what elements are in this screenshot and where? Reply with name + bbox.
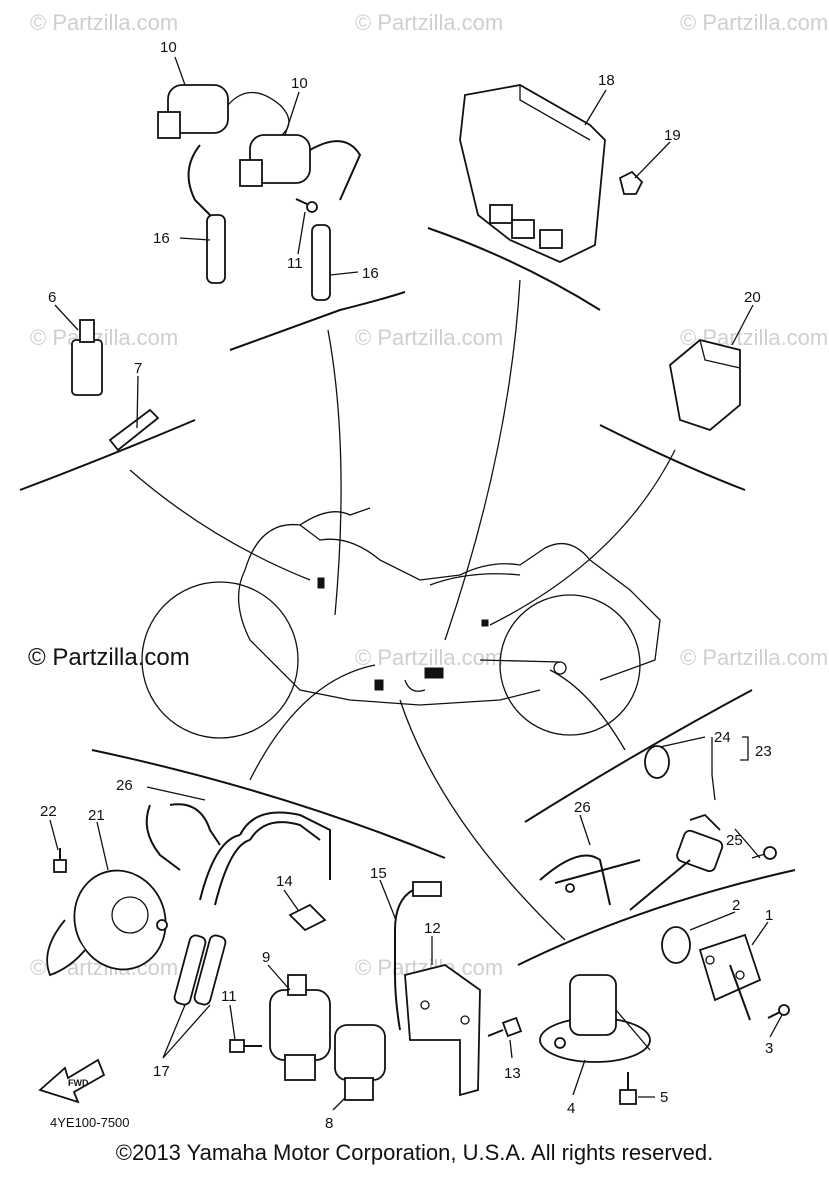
ignition-coil-10a <box>157 84 290 284</box>
horn-21 <box>46 869 168 977</box>
watermark-center: © Partzilla.com <box>355 645 503 670</box>
group-arc-ecu <box>427 227 601 311</box>
nut-19 <box>618 170 644 195</box>
callout-15: 15 <box>370 865 387 882</box>
callout-7: 7 <box>134 360 142 377</box>
watermark-mid-left: © Partzilla.com <box>30 325 178 350</box>
harness-26-left <box>145 803 221 871</box>
callout-2: 2 <box>732 897 740 914</box>
fuel-sender-1 <box>698 933 762 1021</box>
watermark-mid-center: © Partzilla.com <box>355 325 503 350</box>
leader-sensor-right <box>549 669 626 751</box>
speed-sensor-23 <box>629 745 777 911</box>
callout-19: 19 <box>664 127 681 144</box>
callout-6: 6 <box>48 289 56 306</box>
bolt-5 <box>619 1072 637 1105</box>
bolt-11b <box>229 1039 262 1053</box>
group-arc-sensors <box>19 419 196 491</box>
callout-20: 20 <box>744 289 761 306</box>
callout-23: 23 <box>755 743 772 760</box>
watermark-top-center: © Partzilla.com <box>355 10 503 35</box>
watermark-right: © Partzilla.com <box>680 645 828 670</box>
plug-7 <box>108 408 160 452</box>
clip-14 <box>288 903 327 932</box>
callout-24: 24 <box>714 729 731 746</box>
callout-1: 1 <box>765 907 773 924</box>
fuel-pump-4 <box>539 974 651 1063</box>
callout-8: 8 <box>325 1115 333 1132</box>
callout-12: 12 <box>424 920 441 937</box>
group-arc-ignition-coils <box>229 291 406 351</box>
bolt-13 <box>487 1016 523 1038</box>
copyright-notice: ©2013 Yamaha Motor Corporation, U.S.A. A… <box>115 1140 714 1165</box>
leader-sensors <box>129 469 311 581</box>
callout-18: 18 <box>598 72 615 89</box>
callout-4: 4 <box>567 1100 575 1117</box>
callout-26b: 26 <box>574 799 591 816</box>
callout-14: 14 <box>276 873 293 890</box>
group-arc-pump <box>517 869 796 966</box>
group-arc-relay <box>599 424 746 491</box>
leader-coils <box>327 329 342 616</box>
bolt-22 <box>53 848 67 873</box>
sub-harness-15 <box>394 881 442 1031</box>
harness-26-right <box>539 854 641 906</box>
leader-ecu <box>444 279 521 641</box>
callout-10a: 10 <box>160 39 177 56</box>
ecu-18 <box>459 84 606 263</box>
sensor-6 <box>71 319 103 396</box>
o-ring-2 <box>661 926 691 964</box>
group-arc-lower-left <box>91 749 446 859</box>
fwd-arrow-icon: FWD <box>38 1058 106 1104</box>
callout-13: 13 <box>504 1065 521 1082</box>
callout-9: 9 <box>262 949 270 966</box>
callout-17: 17 <box>153 1063 170 1080</box>
relay-20 <box>669 339 741 432</box>
ignition-coil-9 <box>269 974 331 1081</box>
watermark-top-left: © Partzilla.com <box>30 10 178 35</box>
callout-5: 5 <box>660 1089 668 1106</box>
callout-numbers: 10 10 16 16 11 18 19 20 6 7 24 23 25 26 … <box>40 39 773 1132</box>
bracket-12 <box>404 964 481 1097</box>
callout-25: 25 <box>726 832 743 849</box>
callout-leaders <box>49 56 783 1111</box>
callout-16b: 16 <box>362 265 379 282</box>
callout-11a: 11 <box>287 255 303 272</box>
spark-leads-17 <box>173 811 331 1006</box>
fwd-label: FWD <box>68 1078 89 1088</box>
callout-22: 22 <box>40 803 57 820</box>
ignition-coil-8 <box>334 1024 386 1101</box>
callout-11b: 11 <box>221 988 237 1005</box>
watermark-large: © Partzilla.com <box>28 644 190 671</box>
leader-lower-left <box>249 664 376 781</box>
bolt-11a <box>295 198 318 213</box>
ignition-coil-10b <box>239 134 362 301</box>
callout-26a: 26 <box>116 777 133 794</box>
callout-10b: 10 <box>291 75 308 92</box>
leader-relay <box>489 449 676 626</box>
callout-16a: 16 <box>153 230 170 247</box>
leader-pump <box>399 699 566 941</box>
screw-3 <box>767 1004 790 1019</box>
callout-3: 3 <box>765 1040 773 1057</box>
drawing-code: 4YE100-7500 <box>50 1115 130 1130</box>
watermark-top-right: © Partzilla.com <box>680 10 828 35</box>
callout-21: 21 <box>88 807 105 824</box>
group-arc-sensor-right <box>524 689 753 823</box>
motorcycle-outline <box>141 507 661 739</box>
